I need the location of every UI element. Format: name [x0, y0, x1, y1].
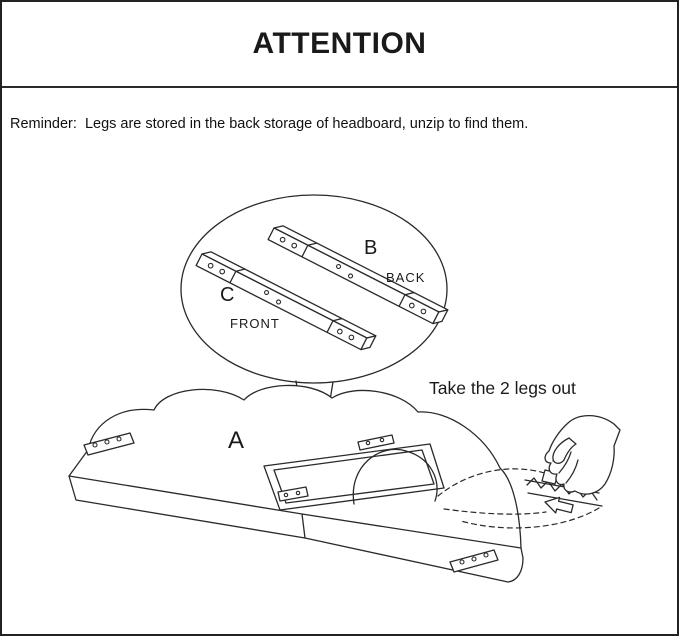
headboard-label: A: [228, 427, 244, 454]
storage-slot: [263, 434, 445, 511]
label-leg-back: BACK: [386, 270, 425, 285]
unzip-arrow-icon: [544, 496, 574, 514]
corner-bracket-left: [83, 432, 135, 456]
detail-callout: B BACK C FRONT: [180, 194, 449, 384]
unzip-hand-illustration: [524, 414, 621, 507]
callout-ellipse: [180, 194, 448, 384]
label-leg-front: FRONT: [230, 316, 280, 331]
label-leg-b: B: [364, 237, 377, 259]
thumb: [552, 437, 577, 464]
headboard-fold-seam: [301, 513, 306, 539]
leg-front: [195, 251, 377, 351]
motion-dashed-lines: [437, 468, 600, 529]
label-leg-c: C: [220, 284, 234, 306]
leg-back: [267, 225, 449, 325]
corner-bracket-right: [449, 549, 499, 573]
storage-flap: [352, 448, 438, 505]
instruction-text: Take the 2 legs out: [429, 378, 576, 398]
reminder-text: Reminder: Legs are stored in the back st…: [10, 116, 529, 132]
headboard: [68, 384, 524, 583]
header: ATTENTION: [2, 2, 677, 88]
hand: [544, 414, 621, 495]
page-title: ATTENTION: [252, 27, 427, 60]
